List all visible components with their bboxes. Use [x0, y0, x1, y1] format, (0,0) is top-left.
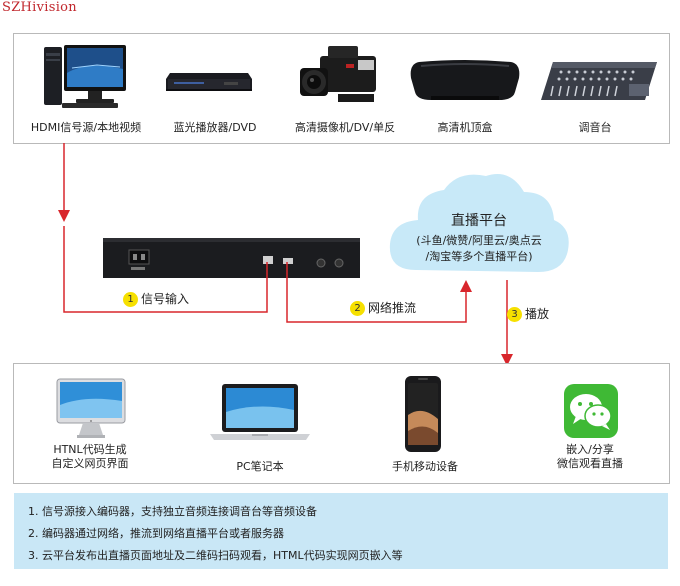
cloud-line1: (斗鱼/微赞/阿里云/奥点云 — [416, 234, 542, 247]
laptop-icon — [210, 384, 310, 440]
cloud-line2: /淘宝等多个直播平台) — [425, 250, 533, 263]
source-label-bluray: 蓝光播放器/DVD — [173, 121, 257, 134]
client-label-imac-line1: HTNL代码生成 — [53, 443, 127, 456]
note-2: 2. 编码器通过网络，推流到网络直播平台或者服务器 — [28, 527, 284, 540]
step-2-badge: 2 — [350, 301, 365, 316]
client-label-laptop: PC笔记本 — [200, 460, 320, 474]
encoder-device — [103, 238, 360, 278]
note-3: 3. 云平台发布出直播页面地址及二维码扫码观看，HTML代码实现网页嵌入等 — [28, 549, 403, 562]
client-label-phone-line1: 手机移动设备 — [392, 460, 458, 473]
step-3-badge: 3 — [507, 307, 522, 322]
client-label-imac: HTNL代码生成 自定义网页界面 — [30, 443, 150, 471]
imac-icon — [56, 378, 126, 438]
cloud-shape — [389, 174, 569, 272]
step-1-badge: 1 — [123, 292, 138, 307]
step-3-label: 播放 — [525, 307, 550, 321]
client-label-phone: 手机移动设备 — [365, 460, 485, 474]
client-label-wechat-line1: 嵌入/分享 — [566, 443, 614, 456]
set-top-box-icon — [410, 60, 520, 100]
source-label-mixer: 调音台 — [578, 121, 612, 134]
notes-panel: 1. 信号源接入编码器，支持独立音频连接调音台等音频设备 2. 编码器通过网络，… — [14, 493, 668, 569]
pc-tower-monitor-icon — [44, 45, 126, 108]
camcorder-icon — [300, 46, 376, 102]
step-1-label: 信号输入 — [141, 292, 190, 306]
client-label-laptop-line1: PC笔记本 — [236, 460, 284, 473]
source-label-hdmi: HDMI信号源/本地视频 — [30, 121, 142, 134]
smartphone-icon — [405, 376, 441, 452]
source-label-camcorder: 高清摄像机/DV/单反 — [294, 121, 396, 134]
step-2-label: 网络推流 — [368, 301, 417, 315]
bluray-player-icon — [166, 73, 252, 91]
audio-mixer-icon — [541, 62, 657, 100]
source-label-settopbox: 高清机顶盒 — [437, 121, 493, 134]
client-label-wechat-line2: 微信观看直播 — [557, 457, 623, 470]
client-label-wechat: 嵌入/分享 微信观看直播 — [530, 443, 650, 471]
watermark: SZHivision — [2, 0, 77, 15]
cloud-title: 直播平台 — [451, 213, 507, 229]
note-1: 1. 信号源接入编码器，支持独立音频连接调音台等音频设备 — [28, 505, 317, 518]
wechat-icon — [564, 384, 618, 438]
client-label-imac-line2: 自定义网页界面 — [51, 457, 129, 470]
